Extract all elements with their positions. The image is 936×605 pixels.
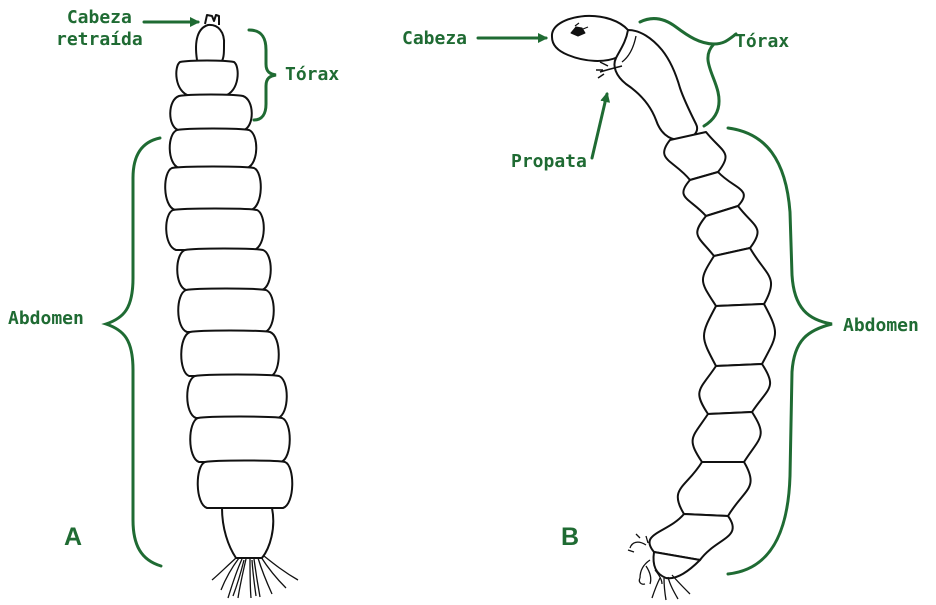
panel-letter-a: A xyxy=(64,526,82,548)
larva-b-segment xyxy=(699,364,770,414)
label-head-b: Cabeza xyxy=(402,28,467,50)
larva-b-segment xyxy=(678,462,751,516)
larva-a-segment xyxy=(166,209,264,251)
larva-b-segment xyxy=(704,304,775,366)
larva-b-thorax xyxy=(614,30,697,140)
larva-a-segment xyxy=(187,375,287,419)
label-thorax-a: Tórax xyxy=(285,64,339,86)
label-retracted-head-line1: Cabeza xyxy=(56,7,143,29)
larva-a-tail-bristles xyxy=(212,556,298,598)
larva-a-segment xyxy=(196,25,224,61)
larva-a-segment xyxy=(170,129,257,169)
arrow-proleg-b xyxy=(592,94,607,158)
larva-a-drawing xyxy=(165,15,292,558)
label-retracted-head: Cabeza retraída xyxy=(56,7,143,51)
brace-abdomen-a xyxy=(106,138,161,566)
larva-a-segment xyxy=(178,289,274,333)
larva-b-segment xyxy=(703,248,771,306)
larva-b-drawing xyxy=(552,16,775,578)
label-abdomen-a: Abdomen xyxy=(8,308,84,330)
label-proleg-b: Propata xyxy=(511,151,587,173)
larva-b-segment xyxy=(693,412,761,462)
label-abdomen-b: Abdomen xyxy=(843,315,919,337)
label-retracted-head-line2: retraída xyxy=(56,29,143,51)
label-thorax-b: Tórax xyxy=(735,31,789,53)
larva-a-segment xyxy=(177,249,271,291)
brace-thorax-a xyxy=(249,30,276,120)
larva-a-segment xyxy=(165,167,261,211)
larva-a-segment xyxy=(170,95,252,131)
larva-a-segment xyxy=(176,61,237,97)
larva-a-segment xyxy=(198,461,293,509)
larva-a-segment xyxy=(181,331,279,377)
larva-a-terminal-segment xyxy=(222,508,273,558)
larva-a-segment xyxy=(190,417,290,463)
panel-letter-b: B xyxy=(561,526,579,548)
larva-a-head-tip xyxy=(205,15,219,25)
